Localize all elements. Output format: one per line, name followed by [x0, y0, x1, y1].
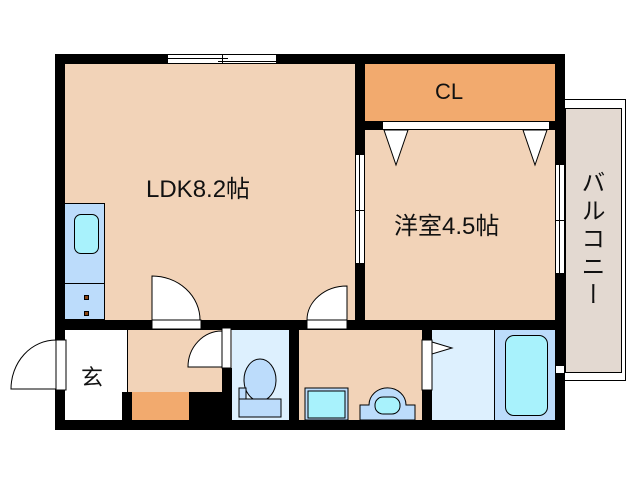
door-ldk-hall[interactable] [151, 275, 204, 330]
window-ldk-western-partition [355, 154, 365, 264]
stove-burner-icon [84, 295, 89, 300]
wall-bottom [55, 420, 565, 430]
bathtub-icon [505, 335, 548, 416]
room-label-entrance: 玄 [81, 365, 104, 390]
balcony-label: バルコニー [577, 170, 604, 310]
window-western-balcony [555, 164, 565, 274]
wall-left [55, 54, 65, 430]
room-label-closet: CL [435, 79, 464, 104]
room-label-western: 洋室4.5帖 [394, 213, 500, 240]
door-bathroom[interactable] [421, 339, 454, 392]
kitchen-sink-icon [74, 214, 99, 254]
wall-top [55, 54, 565, 64]
closet-door-icon[interactable] [383, 129, 548, 167]
wash-basin-icon [359, 387, 416, 421]
door-toilet[interactable] [187, 327, 232, 369]
wall-hall-storage [189, 392, 222, 422]
kitchen-divider [65, 283, 105, 284]
wall-entry-hall [122, 392, 132, 422]
room-ldk [65, 64, 355, 320]
room-label-ldk: LDK8.2帖 [146, 176, 251, 203]
window-ldk-top [167, 54, 277, 64]
entry-hall-divider [127, 330, 128, 392]
balcony [565, 108, 622, 373]
wall-toilet-wash [289, 320, 299, 422]
door-entrance[interactable] [10, 339, 67, 392]
closet-door-opening [382, 121, 550, 130]
shoe-cabinet [132, 392, 189, 420]
wall-hall-toilet [222, 368, 232, 422]
stove-burner-icon [84, 311, 89, 316]
washing-machine-icon [304, 387, 349, 421]
bath-window [555, 365, 565, 374]
room-closet [365, 64, 555, 121]
toilet-icon [238, 358, 282, 418]
door-western-hall[interactable] [306, 285, 349, 330]
